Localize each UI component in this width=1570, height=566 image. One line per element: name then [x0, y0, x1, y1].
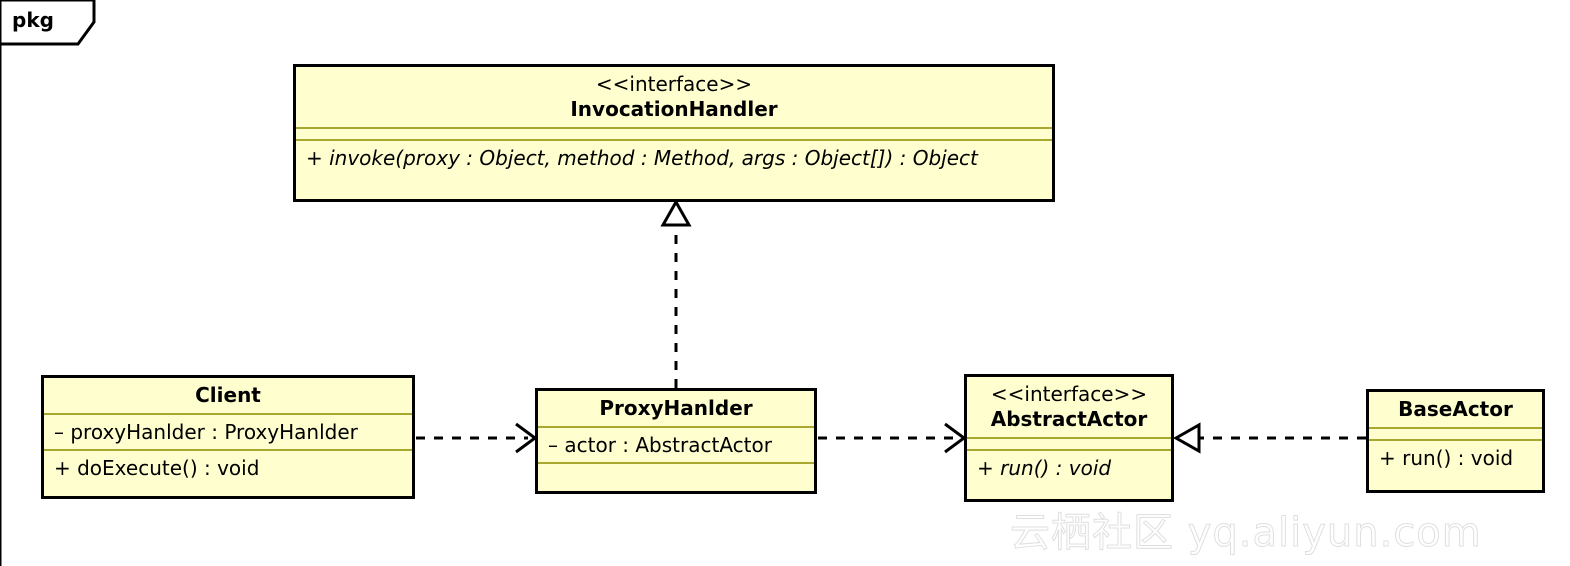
- class-name-baseactor: BaseActor: [1398, 397, 1513, 421]
- site-watermark: 云栖社区 yq.aliyun.com: [1010, 510, 1482, 557]
- attributes-compartment-abstractactor: [967, 437, 1171, 449]
- operations-compartment-client: + doExecute() : void: [44, 449, 412, 485]
- relationship-proxyhanlder-depends-abstractactor: [818, 422, 967, 454]
- operation-item: + run() : void: [977, 456, 1112, 480]
- open-arrowhead-right-actor: [944, 422, 967, 454]
- class-name-client: Client: [195, 383, 261, 407]
- class-box-invocationhandler[interactable]: <<interface>> InvocationHandler + invoke…: [293, 64, 1055, 202]
- class-box-client[interactable]: Client – proxyHanlder : ProxyHanlder + d…: [41, 375, 415, 499]
- class-box-abstractactor[interactable]: <<interface>> AbstractActor + run() : vo…: [964, 374, 1174, 502]
- hollow-triangle-arrowhead-up: [660, 198, 692, 227]
- class-name-invocationhandler: InvocationHandler: [570, 97, 778, 121]
- operation-item: + run() : void: [1379, 446, 1514, 470]
- class-name-abstractactor: AbstractActor: [990, 407, 1148, 431]
- open-arrowhead-right-proxy: [515, 422, 538, 454]
- attributes-compartment-proxyhanlder: – actor : AbstractActor: [538, 426, 814, 462]
- operation-item: + invoke(proxy : Object, method : Method…: [306, 146, 978, 170]
- operation-item: + doExecute() : void: [54, 456, 260, 480]
- operations-compartment-proxyhanlder: [538, 462, 814, 474]
- hollow-triangle-arrowhead-left: [1172, 422, 1201, 454]
- package-tab-label: pkg: [12, 8, 54, 32]
- operations-compartment-abstractactor: + run() : void: [967, 449, 1171, 485]
- class-header-client: Client: [44, 378, 412, 413]
- class-box-proxyhanlder[interactable]: ProxyHanlder – actor : AbstractActor: [535, 388, 817, 494]
- relationship-client-depends-proxyhanlder: [416, 422, 538, 454]
- operations-compartment-invocationhandler: + invoke(proxy : Object, method : Method…: [296, 139, 1052, 175]
- stereotype-label-invocationhandler: <<interface>>: [595, 72, 753, 96]
- class-header-proxyhanlder: ProxyHanlder: [538, 391, 814, 426]
- relationship-proxyhanlder-realizes-invocationhandler: [660, 198, 692, 388]
- stereotype-label-abstractactor: <<interface>>: [990, 382, 1148, 406]
- attributes-compartment-baseactor: [1369, 427, 1542, 439]
- operations-compartment-baseactor: + run() : void: [1369, 439, 1542, 475]
- attributes-compartment-invocationhandler: [296, 127, 1052, 139]
- attribute-item: – proxyHanlder : ProxyHanlder: [54, 420, 358, 444]
- class-box-baseactor[interactable]: BaseActor + run() : void: [1366, 389, 1545, 493]
- class-header-baseactor: BaseActor: [1369, 392, 1542, 427]
- relationship-baseactor-realizes-abstractactor: [1172, 422, 1366, 454]
- class-header-abstractactor: <<interface>> AbstractActor: [967, 377, 1171, 437]
- attributes-compartment-client: – proxyHanlder : ProxyHanlder: [44, 413, 412, 449]
- class-name-proxyhanlder: ProxyHanlder: [599, 396, 753, 420]
- class-header-invocationhandler: <<interface>> InvocationHandler: [296, 67, 1052, 127]
- attribute-item: – actor : AbstractActor: [548, 433, 772, 457]
